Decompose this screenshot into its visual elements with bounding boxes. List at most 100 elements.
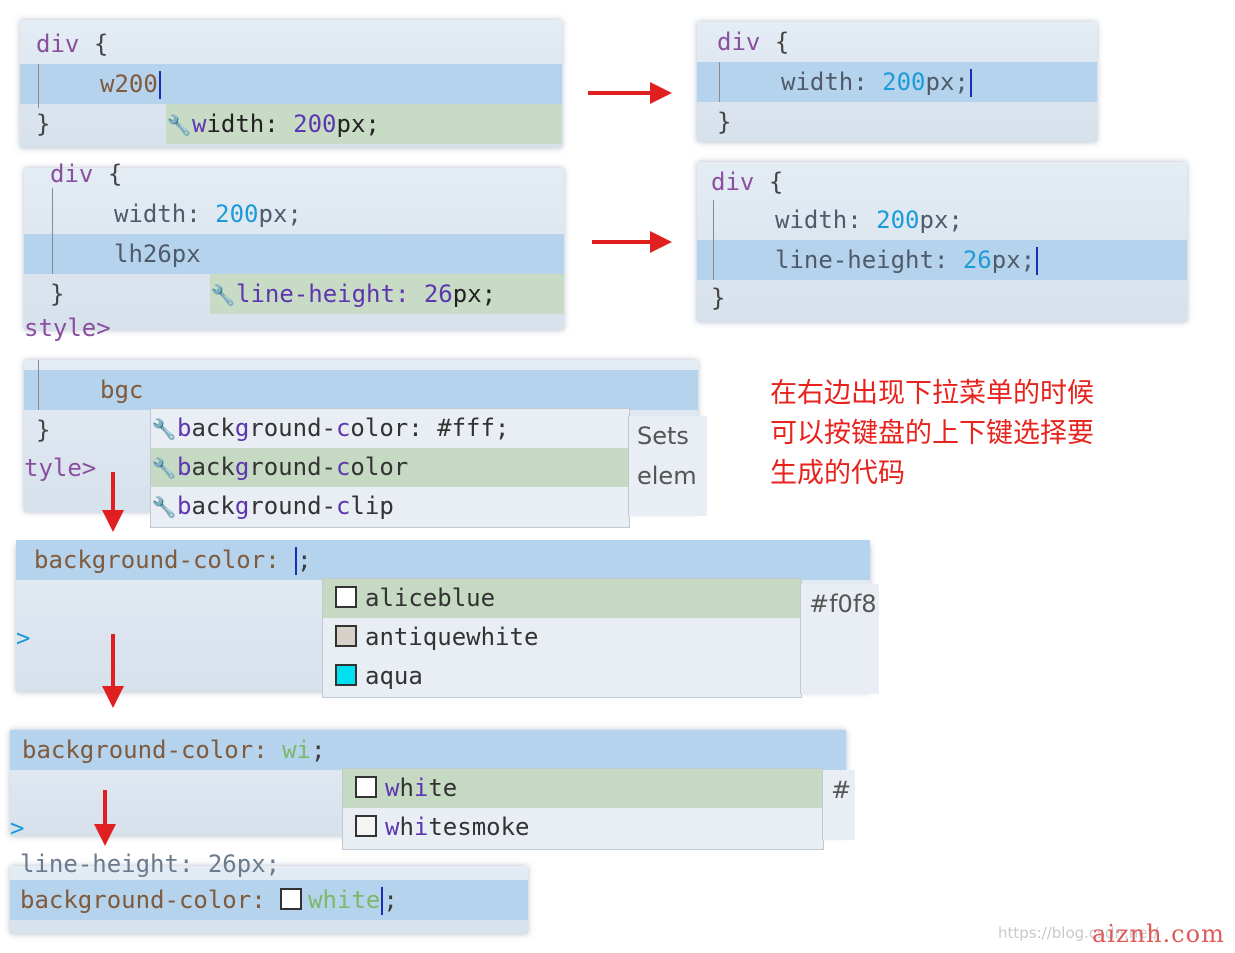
- wrench-icon: 🔧: [151, 417, 177, 441]
- dropdown-item[interactable]: 🔧background-clip: [151, 487, 629, 526]
- suggestion-text: idth:: [206, 110, 294, 138]
- typed-abbreviation: w200: [100, 70, 158, 98]
- match-char: h: [308, 280, 323, 308]
- item-text: olor: [350, 453, 409, 481]
- watermark-brand: aiznh.com: [1092, 920, 1225, 948]
- watermark-url: https://blog.csdn.net/: [998, 924, 1159, 942]
- editor-panel-final: line-height: 26px; background-color: whi…: [10, 850, 528, 934]
- text-caret: [381, 887, 384, 915]
- code-line-bgcolor[interactable]: background-color: wi;: [10, 730, 846, 770]
- match-char: i: [413, 774, 429, 802]
- match-char: b: [177, 492, 192, 520]
- match-char: w: [385, 813, 400, 841]
- code-line-bgcolor[interactable]: background-color: ;: [16, 540, 870, 580]
- text-caret: [158, 71, 161, 99]
- color-value: white: [308, 886, 381, 914]
- code-line-style-tag: >: [16, 618, 870, 658]
- open-brace: {: [93, 30, 109, 58]
- property-name: background-color:: [22, 736, 283, 764]
- open-brace: {: [774, 28, 790, 56]
- annotation-note: 在右边出现下拉菜单的时候 可以按键盘的上下键选择要 生成的代码: [770, 374, 1094, 494]
- code-line-selector: div {: [24, 154, 564, 194]
- open-brace: {: [107, 160, 123, 188]
- color-swatch: [355, 776, 377, 798]
- description-panel: #f0f8: [800, 584, 879, 694]
- unit: px;: [919, 206, 963, 234]
- color-swatch: [335, 625, 357, 647]
- close-brace: }: [50, 280, 65, 308]
- description-panel: Sets elem: [628, 416, 707, 516]
- semicolon: ;: [311, 736, 326, 764]
- dropdown-item[interactable]: antiquewhite: [323, 618, 801, 657]
- match-char: i: [413, 813, 429, 841]
- unit: px;: [258, 200, 302, 228]
- close-brace: }: [717, 108, 732, 136]
- item-text: round-: [249, 414, 336, 442]
- code-line-typed[interactable]: w200: [20, 64, 562, 104]
- wrench-icon: 🔧: [151, 495, 177, 519]
- arrow-right-1: [588, 82, 672, 104]
- item-text: ack: [191, 414, 235, 442]
- code-line-width[interactable]: width: 200px;: [697, 62, 1097, 102]
- code-line-selector: div {: [20, 24, 562, 64]
- code-line-width: width: 200px;: [697, 200, 1187, 240]
- item-text: h: [399, 774, 414, 802]
- text-caret: [1036, 247, 1039, 275]
- note-line: 可以按键盘的上下键选择要: [770, 418, 1094, 449]
- colon: :: [853, 68, 883, 96]
- property-name: background-color:: [20, 886, 281, 914]
- selector-div: div: [717, 28, 761, 56]
- code-line-typed[interactable]: lh26px: [24, 234, 564, 274]
- item-text: round-: [249, 453, 336, 481]
- color-swatch: [335, 586, 357, 608]
- emmet-suggestion[interactable]: 🔧width: 200px;: [166, 104, 562, 144]
- indent-guide: [38, 64, 39, 108]
- style-tag-text: >: [10, 814, 25, 842]
- item-text: ack: [191, 492, 235, 520]
- close-brace: }: [36, 416, 51, 444]
- description-panel: #: [822, 770, 855, 840]
- dropdown-item-selected[interactable]: aliceblue: [323, 579, 801, 618]
- dropdown-item[interactable]: whitesmoke: [343, 808, 823, 847]
- editor-panel-lh26px: div { width: 200px; lh26px } style> 🔧lin…: [24, 160, 564, 342]
- dropdown-item[interactable]: 🔧background-color: #fff;: [151, 409, 629, 448]
- code-line-close: }: [20, 104, 562, 144]
- code-line-style-tag: tyle>: [24, 448, 698, 488]
- dropdown-item[interactable]: aqua: [323, 657, 801, 696]
- editor-panel-lineheight-result: div { width: 200px; line-height: 26px; }: [697, 162, 1187, 322]
- match-char: g: [234, 453, 250, 481]
- note-line: 生成的代码: [770, 458, 905, 489]
- color-swatch: [355, 815, 377, 837]
- editor-panel-wi: background-color: wi; > white whitesmoke…: [10, 730, 855, 850]
- open-brace: {: [768, 168, 784, 196]
- property-name: width:: [775, 206, 877, 234]
- unit: px;: [925, 68, 969, 96]
- code-line-typed[interactable]: bgc: [24, 370, 698, 410]
- property-name: background-color:: [34, 546, 295, 574]
- note-line: 在右边出现下拉菜单的时候: [770, 378, 1094, 409]
- match-char: c: [335, 414, 351, 442]
- selector-div: div: [36, 30, 80, 58]
- emmet-suggestion[interactable]: 🔧line-height: 26px;: [210, 274, 564, 314]
- code-line-style-tag: >: [10, 808, 846, 848]
- color-swatch: [335, 664, 357, 686]
- match-text: eight:: [322, 280, 424, 308]
- code-line-line-height[interactable]: line-height: 26px;: [697, 240, 1187, 280]
- indent-guide: [38, 360, 39, 410]
- style-tag-text: tyle>: [24, 454, 97, 482]
- typed-abbreviation: bgc: [100, 376, 144, 404]
- match-char: g: [234, 492, 250, 520]
- code-line-bgcolor[interactable]: background-color: white;: [10, 880, 528, 920]
- item-text: te: [428, 774, 458, 802]
- close-brace: }: [711, 284, 726, 312]
- arrow-down-2: [102, 634, 124, 708]
- dropdown-item-selected[interactable]: 🔧background-color: [151, 448, 629, 487]
- code-line-prev: line-height: 26px;: [10, 844, 528, 884]
- code-line-selector: div {: [697, 162, 1187, 202]
- suggestion-unit: px;: [452, 280, 497, 308]
- dropdown-item-selected[interactable]: white: [343, 769, 823, 808]
- match-char: c: [335, 492, 351, 520]
- text-caret: [969, 69, 972, 97]
- indent-guide: [719, 62, 720, 102]
- suggestion-unit: px;: [336, 110, 380, 138]
